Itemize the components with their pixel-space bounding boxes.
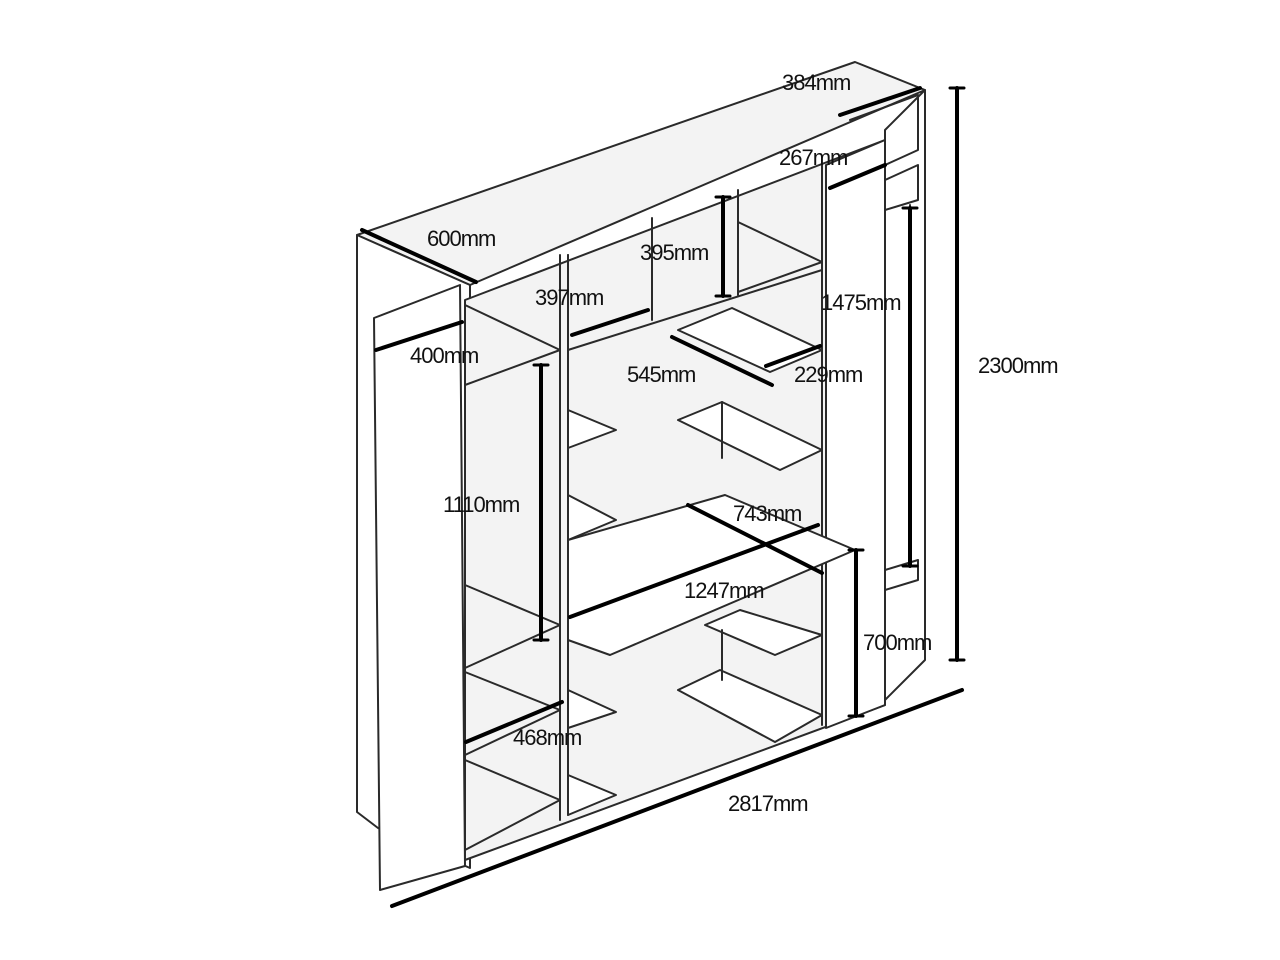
step-shelf-1 — [567, 409, 617, 449]
right-unit-bottom-shelf — [884, 559, 919, 591]
float-shelf-low — [704, 609, 823, 656]
label-2817: 2817mm — [728, 791, 808, 816]
cubby-shelf-right — [737, 221, 823, 293]
dim-400-line — [374, 320, 464, 352]
desk-top — [567, 494, 856, 656]
label-229: 229mm — [794, 362, 862, 387]
left-top-shelf — [464, 304, 561, 386]
right-unit-shelf-2 — [884, 164, 919, 211]
wardrobe-carcass — [356, 61, 926, 891]
step-shelf-3 — [567, 689, 617, 729]
right-unit-top-shelf — [849, 94, 919, 166]
dim-468-line — [464, 700, 564, 744]
dim-267-line — [828, 163, 887, 190]
label-600: 600mm — [427, 226, 495, 251]
dimension-lines — [360, 86, 966, 908]
float-shelf-top — [677, 307, 823, 373]
dim-1247-line — [568, 523, 820, 619]
label-400: 400mm — [410, 343, 478, 368]
label-1110: 1110mm — [443, 492, 519, 517]
top-cubby-shelf — [567, 254, 823, 351]
left-column — [464, 254, 561, 851]
label-468: 468mm — [513, 725, 581, 750]
step-shelf-2 — [567, 494, 617, 541]
label-395: 395mm — [640, 240, 708, 265]
label-743: 743mm — [733, 501, 801, 526]
left-bottom-shelf — [464, 759, 561, 851]
step-shelf-4 — [567, 774, 617, 816]
left-front-panel — [373, 284, 466, 891]
dim-2817-line — [390, 688, 964, 908]
label-2300: 2300mm — [978, 353, 1058, 378]
dim-743-line — [686, 503, 824, 575]
dim-600-line — [360, 228, 478, 284]
left-mid-shelf — [464, 584, 561, 669]
float-shelf-mid — [677, 401, 823, 471]
dim-545-line — [670, 335, 774, 387]
float-shelf-bottom — [677, 669, 823, 743]
dim-397-line — [570, 308, 650, 337]
label-267: 267mm — [779, 145, 847, 170]
center-column — [567, 164, 856, 816]
label-545: 545mm — [627, 362, 695, 387]
label-1475: 1475mm — [821, 290, 901, 315]
dim-229-line — [764, 344, 822, 368]
label-1247: 1247mm — [684, 578, 764, 603]
label-397: 397mm — [535, 285, 603, 310]
label-384: 384mm — [782, 70, 850, 95]
dimension-labels: 384mm 267mm 600mm 395mm 397mm 1475mm 400… — [410, 70, 1059, 816]
dim-384-line — [838, 86, 922, 117]
label-700: 700mm — [863, 630, 931, 655]
